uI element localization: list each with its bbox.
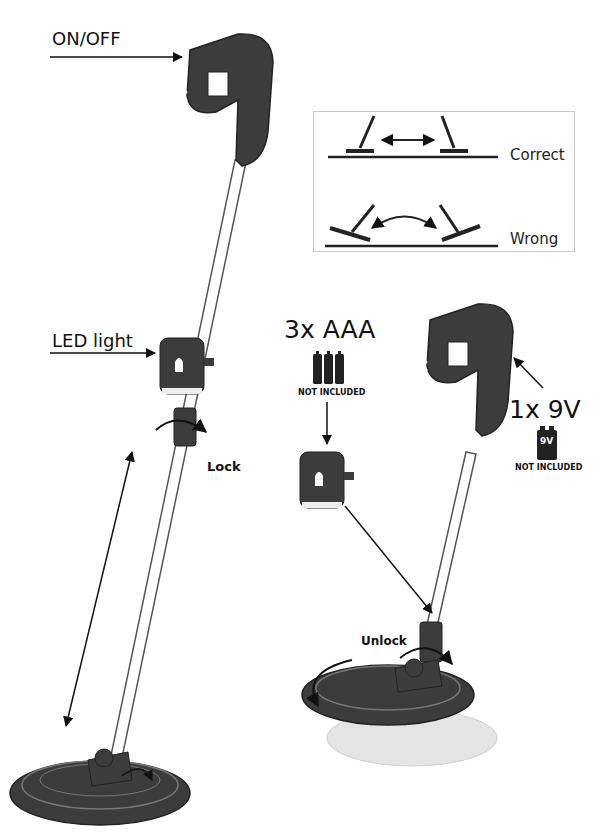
part-label: 9V [540, 437, 553, 446]
sweep-technique-inset [325, 116, 498, 246]
aaa-battery-icon [313, 351, 344, 384]
inset-box: CorrectWrong [313, 111, 575, 252]
metal-detector-parts [300, 304, 513, 766]
inset-caption: Correct [510, 148, 565, 163]
part-label: 3x AAA [284, 317, 375, 342]
part-label: NOT INCLUDED [298, 389, 365, 397]
part-label: Lock [207, 460, 241, 473]
part-label: 1x 9V [509, 397, 581, 422]
part-label: Unlock [361, 635, 407, 647]
part-label: LED light [52, 332, 133, 350]
leader-arrows [50, 57, 543, 780]
part-label: NOT INCLUDED [515, 464, 582, 472]
part-label: ON/OFF [52, 30, 121, 48]
9v-battery-icon [537, 426, 557, 460]
inset-caption: Wrong [510, 232, 558, 247]
metal-detector-assembled [10, 34, 273, 825]
